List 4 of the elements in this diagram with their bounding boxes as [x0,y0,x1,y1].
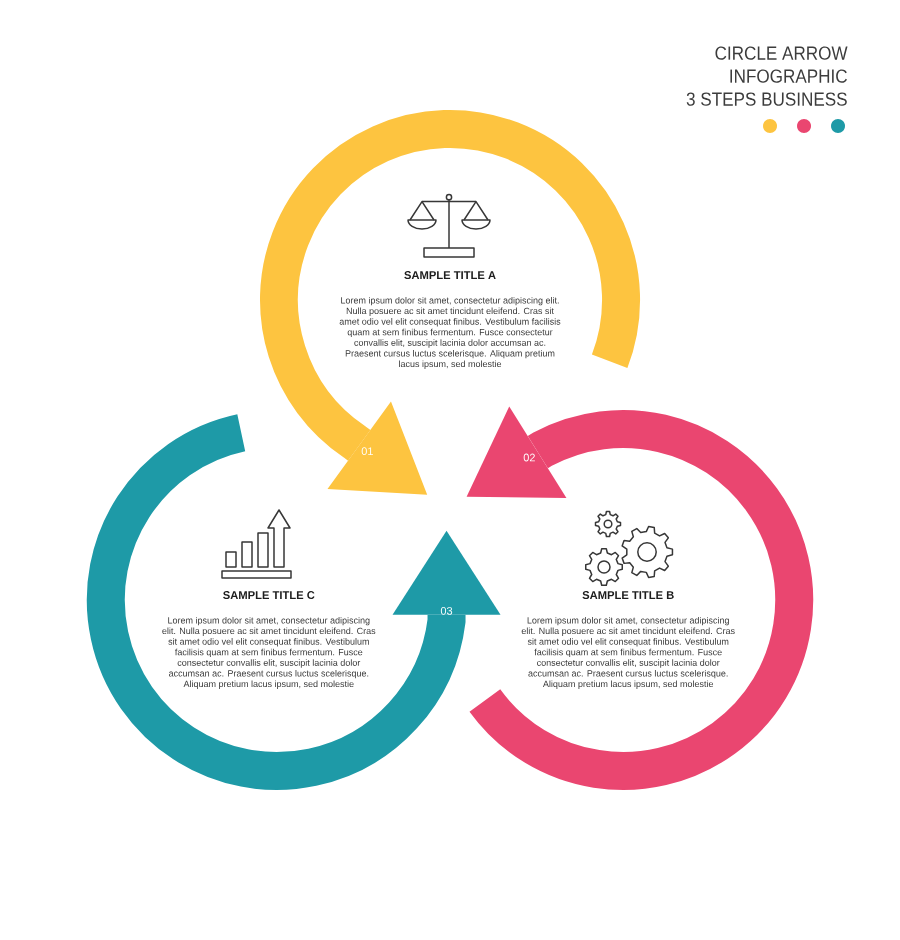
ring [466,406,813,790]
title: CIRCLE ARROW INFOGRAPHIC 3 STEPS BUSINESS [686,46,848,106]
ring [260,110,640,495]
ring [87,414,501,790]
